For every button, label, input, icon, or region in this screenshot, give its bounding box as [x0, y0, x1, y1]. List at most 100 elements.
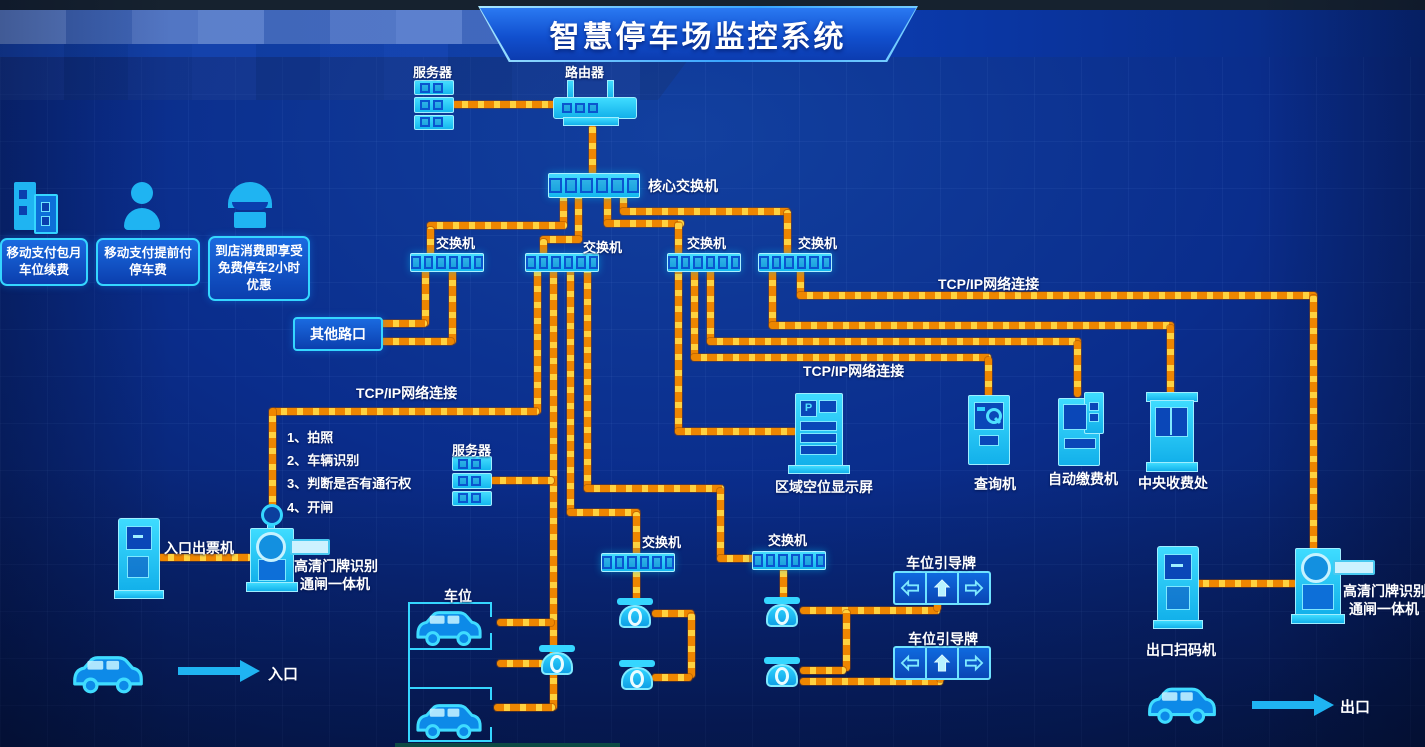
parking-bay-line [408, 740, 492, 742]
parking-bay-label: 车位 [444, 588, 472, 604]
step-1: 1、拍照 [287, 430, 334, 445]
cable-segment [769, 322, 1174, 329]
cable-segment [540, 236, 582, 243]
switch-3-label: 交换机 [687, 236, 727, 251]
cable-segment [675, 428, 797, 435]
window-top-bar [0, 0, 1425, 10]
guide-sign-2-label: 车位引导牌 [908, 631, 978, 647]
entry-label: 入口 [268, 666, 299, 683]
server-slot [452, 490, 492, 506]
cable-segment [797, 269, 804, 298]
exit-label: 出口 [1340, 699, 1371, 716]
cable-segment [707, 338, 1081, 345]
car-icon [416, 704, 482, 739]
cable-segment [584, 269, 591, 491]
cable-segment [490, 477, 554, 484]
cable-segment [1193, 580, 1297, 587]
cable-segment [367, 320, 427, 327]
switch-4 [758, 253, 832, 272]
autopay-machine [1058, 392, 1104, 466]
cable-segment [717, 488, 724, 558]
cable-segment [158, 554, 252, 561]
promo-line: 移动支付提前付 [104, 246, 192, 260]
parking-bay-line [490, 727, 492, 741]
ground-strip [395, 743, 620, 747]
autopay-machine-label: 自动缴费机 [1048, 471, 1118, 487]
cable-segment [497, 619, 554, 626]
cable-segment [497, 660, 544, 667]
shop-icon [228, 182, 272, 230]
gate-camera-icon [261, 504, 283, 526]
cable-segment [717, 555, 755, 562]
server-slot [414, 97, 454, 113]
cable-segment [633, 512, 640, 558]
dome-camera-icon [764, 657, 800, 687]
query-machine-label: 查询机 [974, 476, 1016, 492]
guide-sign-1 [893, 571, 991, 605]
parking-bay-line [408, 602, 492, 604]
entry-gate-label-2: 通闸一体机 [300, 576, 370, 592]
page-title: 智慧停车场监控系统 [549, 21, 847, 54]
router-icon [553, 80, 637, 126]
cable-segment [800, 607, 940, 614]
cable-segment [449, 269, 456, 344]
cable-segment [800, 667, 846, 674]
cable-segment [534, 269, 541, 414]
cable-segment [620, 195, 627, 213]
other-roads-label: 其他路口 [310, 326, 366, 342]
arrow-right-icon [957, 648, 989, 678]
core-switch-label: 核心交换机 [648, 178, 718, 194]
dome-camera-icon [764, 597, 800, 627]
cable-segment [575, 195, 582, 241]
parking-bay-line [490, 602, 492, 617]
switch-1 [410, 253, 484, 272]
promo-line: 车位续费 [18, 263, 69, 277]
switch-lower-right-label: 交换机 [768, 533, 808, 548]
gate-barrier-arm [290, 539, 330, 555]
vacancy-display: P [788, 393, 850, 474]
switch-4-label: 交换机 [798, 236, 838, 251]
cable-segment [691, 354, 991, 361]
switch-2-label: 交换机 [583, 240, 623, 255]
cable-segment [633, 570, 640, 603]
cable-segment [604, 195, 611, 225]
cable-segment [675, 269, 682, 434]
promo-line: 停车费 [129, 263, 167, 277]
switch-lower-left [601, 553, 675, 572]
cable-segment [604, 220, 684, 227]
cable-segment [1167, 325, 1174, 397]
dome-camera-icon [617, 598, 653, 628]
display-p-logo: P [800, 400, 817, 417]
gate-arm-pivot [256, 532, 286, 562]
entry-ticket-machine [114, 518, 164, 599]
cable-segment [560, 195, 567, 227]
step-2: 2、车辆识别 [287, 453, 360, 468]
tcpip-label-left: TCP/IP网络连接 [356, 385, 458, 401]
other-roads-box: 其他路口 [293, 317, 383, 351]
cable-segment [1310, 295, 1317, 552]
exit-arrow-icon [1252, 694, 1334, 716]
central-toll-booth [1146, 392, 1198, 472]
title-banner: 智慧停车场监控系统 [478, 6, 918, 62]
guide-sign-2 [893, 646, 991, 680]
cable-segment [843, 610, 850, 671]
cable-segment [797, 292, 1317, 299]
cable-segment [800, 678, 943, 685]
arrow-up-icon [925, 573, 957, 603]
dome-camera-icon [619, 660, 655, 690]
arrow-up-icon [925, 648, 957, 678]
promo-card-monthly: 移动支付包月 车位续费 [0, 238, 88, 286]
cable-segment [652, 674, 692, 681]
switch-lower-right [752, 551, 826, 570]
person-icon [122, 182, 162, 232]
router-body [553, 97, 637, 119]
exit-gate-label-2: 通闸一体机 [1349, 601, 1419, 617]
cable-segment [567, 509, 640, 516]
entry-gate-label-1: 高清门牌识别 [294, 558, 378, 574]
exit-gate-label-1: 高清门牌识别 [1343, 583, 1425, 599]
promo-line: 优惠 [246, 278, 272, 292]
car-icon [1148, 687, 1216, 724]
cable-segment [427, 222, 567, 229]
router-base [563, 117, 619, 126]
